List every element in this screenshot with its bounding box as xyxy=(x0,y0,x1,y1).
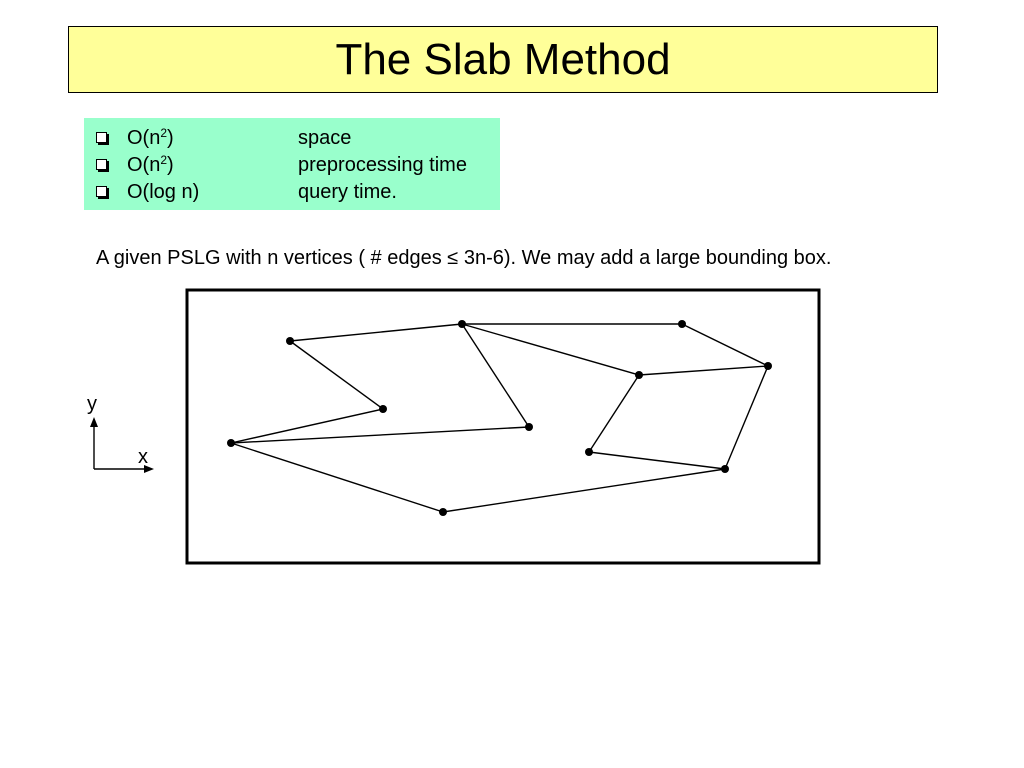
vertex xyxy=(678,320,686,328)
edge xyxy=(230,442,444,513)
edge xyxy=(588,374,640,453)
edge xyxy=(638,365,769,376)
edge xyxy=(461,323,640,376)
vertex xyxy=(585,448,593,456)
vertex xyxy=(764,362,772,370)
edge xyxy=(681,323,769,367)
x-axis-label: x xyxy=(138,446,148,468)
y-axis-arrow-icon xyxy=(90,417,98,427)
vertex xyxy=(379,405,387,413)
checkbox-bullet-icon xyxy=(96,159,107,170)
edge xyxy=(289,323,463,342)
x-axis-arrow-icon xyxy=(144,465,154,473)
complexity-bound: O(log n) xyxy=(127,181,200,203)
vertex xyxy=(525,423,533,431)
complexity-label: space xyxy=(298,127,352,149)
vertex xyxy=(721,465,729,473)
checkbox-bullet-icon xyxy=(96,186,107,197)
pslg-description: A given PSLG with n vertices ( # edges ≤… xyxy=(96,247,832,269)
vertex xyxy=(286,337,294,345)
edge xyxy=(230,408,384,444)
bounding-box xyxy=(185,288,821,565)
edge xyxy=(588,451,726,470)
checkbox-bullet-icon xyxy=(96,132,107,143)
edge xyxy=(724,365,769,470)
coordinate-axes xyxy=(93,421,150,470)
pslg-edges xyxy=(230,323,769,513)
edge xyxy=(461,323,530,428)
complexity-label: query time. xyxy=(298,181,397,203)
vertex xyxy=(635,371,643,379)
page-title: The Slab Method xyxy=(335,34,671,84)
complexity-label: preprocessing time xyxy=(298,154,467,176)
edge xyxy=(442,468,726,513)
vertex xyxy=(458,320,466,328)
complexity-bound: O(n2) xyxy=(127,153,174,176)
complexity-item-space: O(n2) space xyxy=(84,125,500,152)
complexity-item-query: O(log n) query time. xyxy=(84,179,500,206)
title-banner: The Slab Method xyxy=(68,26,938,93)
vertex xyxy=(439,508,447,516)
complexity-bound: O(n2) xyxy=(127,126,174,149)
complexity-item-preprocessing: O(n2) preprocessing time xyxy=(84,152,500,179)
y-axis-label: y xyxy=(87,393,97,415)
complexity-list: O(n2) space O(n2) preprocessing time O(l… xyxy=(84,118,500,210)
vertex xyxy=(227,439,235,447)
edge xyxy=(289,340,384,410)
edge xyxy=(230,426,530,444)
pslg-vertices xyxy=(227,320,772,516)
